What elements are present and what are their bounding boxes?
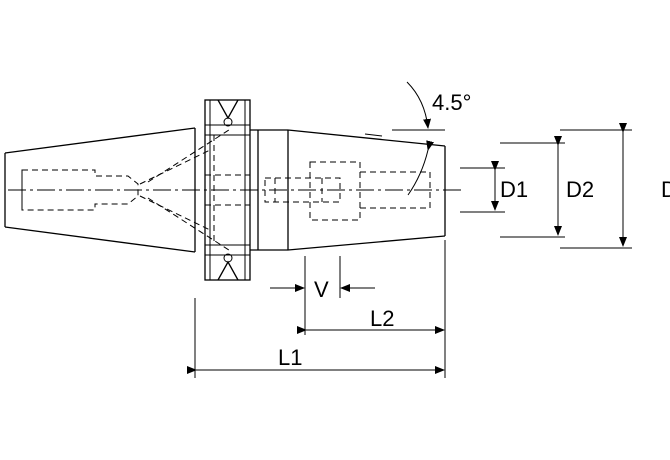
d2-label: D2	[566, 177, 594, 202]
v-dimension: V	[270, 256, 375, 335]
taper-shank	[4, 127, 233, 253]
d2-dimension: D2	[500, 136, 594, 238]
flange	[204, 99, 251, 281]
d1-dimension: D1	[460, 161, 528, 213]
d1-label: D1	[500, 177, 528, 202]
angle-indicator: 4.5°	[364, 81, 471, 196]
collar	[250, 129, 289, 251]
l2-dimension: L2	[297, 240, 446, 378]
v-label: V	[314, 277, 329, 302]
l1-dimension: L1	[187, 298, 445, 378]
nose-body	[264, 129, 446, 251]
l1-label: L1	[278, 345, 302, 370]
l2-label: L2	[370, 306, 394, 331]
d3-dimension: D	[560, 123, 670, 249]
angle-label: 4.5°	[432, 90, 471, 115]
d3-label: D	[661, 177, 670, 202]
